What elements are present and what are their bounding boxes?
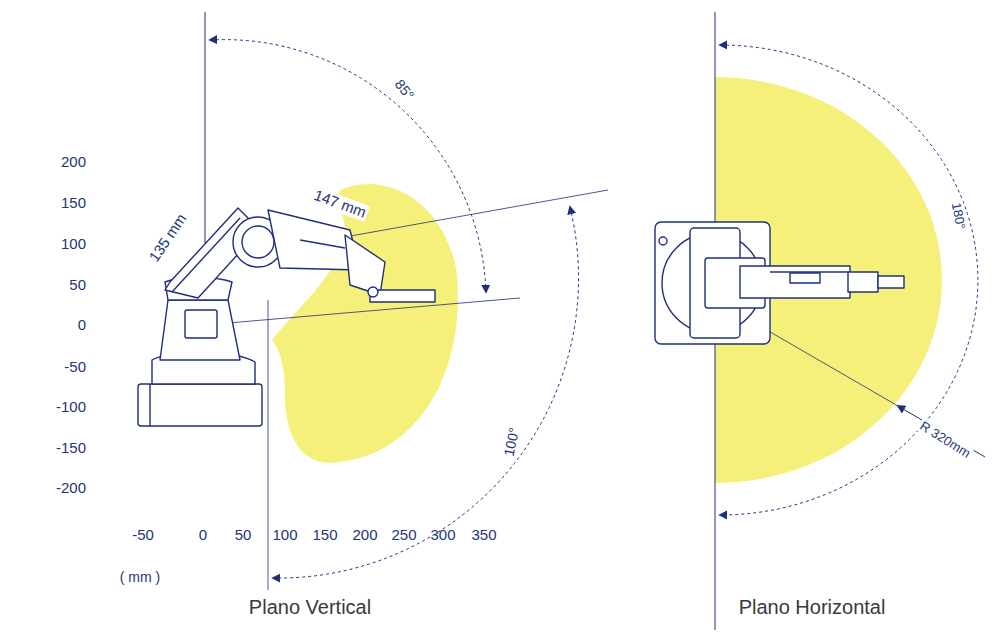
axis-tick: -100 [56,399,86,416]
axis-tick: -50 [132,527,154,544]
axis-tick: 0 [78,317,86,334]
axis-tick: -150 [56,440,86,457]
axis-tick: 50 [69,277,86,294]
axis-tick: 100 [61,236,86,253]
axis-tick: 150 [61,195,86,212]
axis-tick: 250 [391,527,416,544]
dimension-label: 100° [501,424,523,459]
plane-title: Plano Vertical [249,596,371,618]
axis-tick: 200 [352,527,377,544]
axis-tick: 100 [272,527,297,544]
axis-tick: 350 [471,527,496,544]
dimension-label: 135 mm [145,209,191,266]
dimension-label: 180° [948,200,967,233]
dimension-label: 85° [390,75,418,104]
axis-tick: 0 [199,527,207,544]
axis-tick: -200 [56,480,86,497]
axis-tick: 200 [61,154,86,171]
axis-tick: 150 [312,527,337,544]
plane-title: Plano Horizontal [739,596,886,618]
axis-tick: 50 [235,527,252,544]
axis-tick: -50 [64,359,86,376]
axis-tick: ( mm ) [120,570,160,585]
dimension-label: R 320mm [916,418,975,462]
axis-tick: 300 [430,527,455,544]
